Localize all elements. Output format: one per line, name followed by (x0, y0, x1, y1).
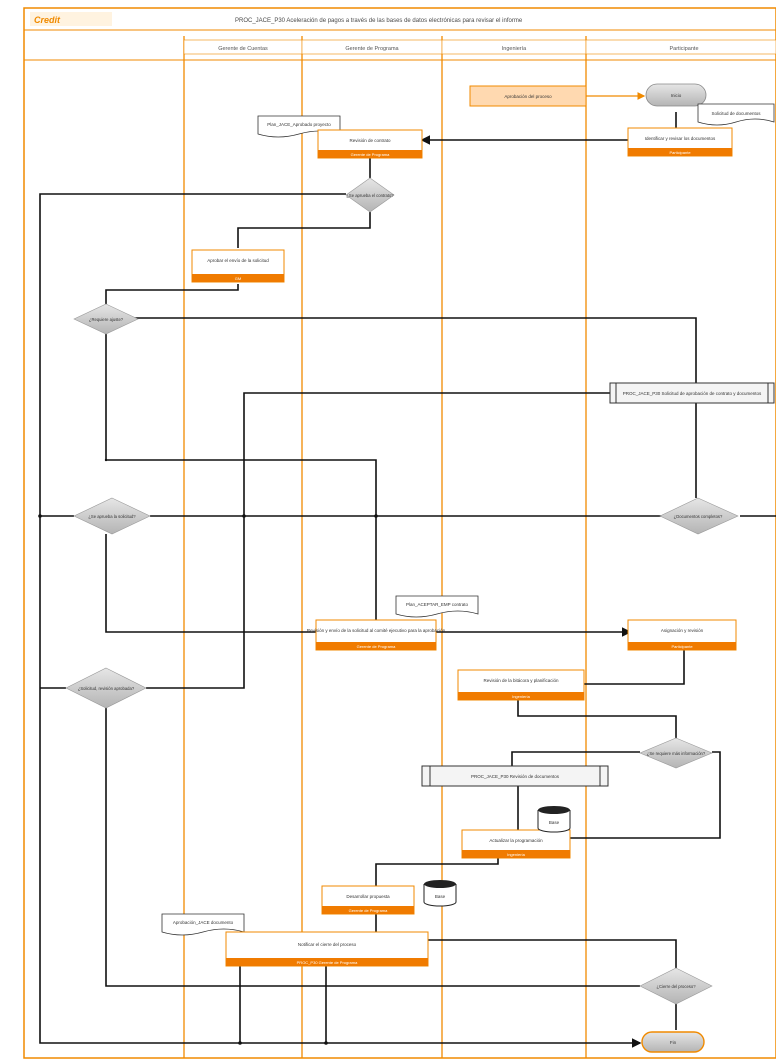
subprocess-s1[interactable]: PROC_JACE_P30 Solicitud de aprobación de… (609, 382, 775, 404)
task-aprobar-envio[interactable]: Aprobar el envío de la solicitud GM (191, 249, 285, 283)
svg-text:Aprobación_JACE documento: Aprobación_JACE documento (173, 920, 234, 925)
task-asignacion-revision[interactable]: Asignación y revisión Participante (627, 619, 737, 651)
svg-text:¿Se aprueba el contrato?: ¿Se aprueba el contrato? (346, 193, 394, 198)
task-revision-envio-comite[interactable]: Revisión y envío de la solicitud al comi… (307, 619, 446, 651)
document-d4: Aprobación_JACE documento (161, 913, 245, 936)
decision-g1[interactable]: ¿Se aprueba el contrato? (345, 177, 395, 213)
task-revision-bitacora[interactable]: Revisión de la bitácora y planificación … (457, 669, 585, 701)
task-actualizar-programacion[interactable]: Actualizar la programación Ingeniería (461, 829, 571, 859)
svg-text:Gerente de Programa: Gerente de Programa (357, 644, 396, 649)
svg-text:Ingeniería: Ingeniería (507, 852, 526, 857)
database-icon: Base (423, 880, 457, 907)
lane-header-participante: Participante (669, 46, 698, 52)
svg-text:Base: Base (435, 894, 446, 899)
svg-text:Desarrollar propuesta: Desarrollar propuesta (346, 894, 390, 899)
start-event[interactable]: Inicio (645, 83, 707, 107)
svg-text:Aprobación del proceso: Aprobación del proceso (504, 94, 552, 99)
svg-text:¿Documentos completos?: ¿Documentos completos? (674, 514, 723, 519)
subprocess-s2[interactable]: PROC_JACE_P30 Revisión de documentos (421, 765, 609, 787)
lane-header-gerente-cuentas: Gerente de Cuentas (218, 46, 268, 52)
task-desarrollar-propuesta[interactable]: Desarrollar propuesta Gerente de Program… (321, 885, 415, 915)
svg-text:Solicitud de documentos: Solicitud de documentos (711, 111, 761, 116)
svg-text:Participante: Participante (671, 644, 693, 649)
document-d2: Solicitud de documentos (697, 103, 775, 126)
diagram-frame (23, 7, 776, 1059)
decision-g4[interactable]: ¿Documentos completos? (659, 497, 739, 535)
decision-g3[interactable]: ¿Se aprueba la solicitud? (73, 497, 151, 535)
svg-text:Ingeniería: Ingeniería (512, 694, 531, 699)
svg-text:Fin: Fin (670, 1040, 677, 1045)
decision-g2[interactable]: ¿Requiere ajuste? (73, 303, 139, 335)
document-d3: Plan_ACEPTAR_EMP contrato (395, 595, 479, 618)
logo-text: Credit (34, 15, 61, 25)
decision-g7[interactable]: ¿Cierre del proceso? (639, 967, 713, 1005)
svg-text:Participante: Participante (669, 150, 691, 155)
svg-text:Inicio: Inicio (671, 93, 682, 98)
svg-text:¿Cierre del proceso?: ¿Cierre del proceso? (656, 984, 696, 989)
junction-dots (38, 458, 378, 1045)
svg-text:GM: GM (235, 276, 241, 281)
logo (30, 12, 112, 26)
lane-header-gerente-programa: Gerente de Programa (345, 46, 399, 52)
svg-text:Plan_ACEPTAR_EMP contrato: Plan_ACEPTAR_EMP contrato (406, 602, 469, 607)
svg-text:¿Requiere ajuste?: ¿Requiere ajuste? (89, 317, 124, 322)
svg-text:¿Se aprueba la solicitud?: ¿Se aprueba la solicitud? (88, 514, 136, 519)
svg-text:¿Solicitud, revisión aprobada?: ¿Solicitud, revisión aprobada? (78, 686, 135, 691)
input-box: Aprobación del proceso (469, 85, 587, 107)
connectors (39, 112, 776, 1048)
lane-header-ingenieria: Ingeniería (502, 46, 527, 52)
database-icon: Base (537, 806, 571, 833)
svg-text:Revisión y envío de la solicit: Revisión y envío de la solicitud al comi… (307, 628, 446, 633)
svg-text:PROC_JACE_P30 Solicitud de apr: PROC_JACE_P30 Solicitud de aprobación de… (623, 391, 762, 396)
svg-text:PROC_JACE_P30 Revisión de docu: PROC_JACE_P30 Revisión de documentos (471, 774, 560, 779)
svg-text:Plan_JACE_Aprobado proyecto: Plan_JACE_Aprobado proyecto (267, 122, 331, 127)
svg-text:Base: Base (549, 820, 560, 825)
decision-g5[interactable]: ¿Solicitud, revisión aprobada? (65, 667, 147, 709)
svg-text:Gerente de Programa: Gerente de Programa (351, 152, 390, 157)
task-revision-contrato[interactable]: Revisión de contrato Gerente de Programa (317, 129, 423, 159)
svg-text:Notificar el cierre del proces: Notificar el cierre del proceso (298, 942, 357, 947)
svg-text:Revisión de la bitácora y plan: Revisión de la bitácora y planificación (483, 678, 559, 683)
page-title: PROC_JACE_P30 Aceleración de pagos a tra… (235, 18, 523, 24)
svg-text:Asignación y revisión: Asignación y revisión (661, 628, 704, 633)
lane-header-row: Gerente de Cuentas Gerente de Programa I… (183, 39, 776, 55)
end-event[interactable]: Fin (641, 1031, 705, 1053)
svg-text:¿Se requiere más información?: ¿Se requiere más información? (647, 751, 706, 756)
svg-text:Actualizar la programación: Actualizar la programación (489, 838, 543, 843)
svg-text:Aprobar el envío de la solicit: Aprobar el envío de la solicitud (207, 258, 269, 263)
svg-text:Gerente de Programa: Gerente de Programa (349, 908, 388, 913)
svg-text:PROC_P30 Gerente de Programa: PROC_P30 Gerente de Programa (297, 960, 358, 965)
task-identificar-documentos[interactable]: Identificar y revisar los documentos Par… (627, 127, 733, 157)
svg-text:Revisión de contrato: Revisión de contrato (349, 138, 391, 143)
task-notificar-cierre[interactable]: Notificar el cierre del proceso PROC_P30… (225, 931, 429, 967)
decision-g6[interactable]: ¿Se requiere más información? (639, 737, 713, 769)
svg-text:Identificar y revisar los docu: Identificar y revisar los documentos (645, 136, 716, 141)
